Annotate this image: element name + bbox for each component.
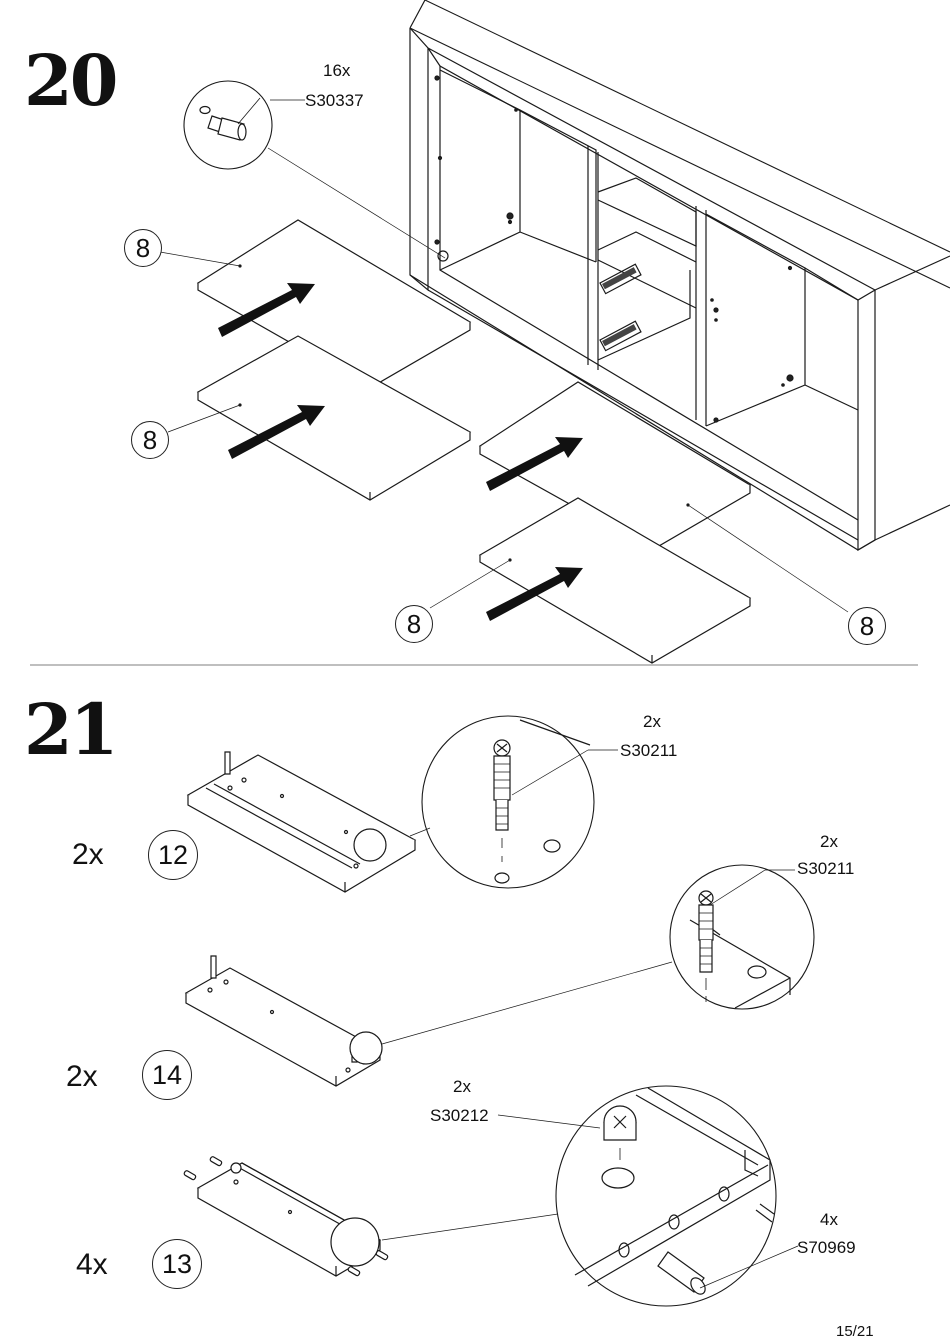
row-qty: 2x — [72, 838, 104, 871]
part-number: 13 — [161, 1248, 193, 1279]
hardware-code-s70969: S70969 — [797, 1238, 856, 1257]
hardware-code-s30211: S30211 — [797, 859, 855, 878]
hardware-qty-s30337: 16x — [323, 61, 351, 80]
step-20-number: 20 — [24, 39, 118, 122]
hardware-qty-s30211: 2x — [820, 832, 838, 851]
step-21-number: 21 — [24, 688, 118, 771]
row-qty: 4x — [76, 1248, 108, 1281]
part-8-callout: 8 — [395, 605, 433, 643]
part-8-callout: 8 — [131, 421, 169, 459]
panel-13-drawing — [184, 1156, 389, 1276]
part-13-callout: 13 — [152, 1239, 202, 1289]
screw-detail-2 — [382, 865, 814, 1044]
part-12-callout: 12 — [148, 830, 198, 880]
part-8-callout: 8 — [124, 229, 162, 267]
part-number: 8 — [859, 611, 875, 641]
shelf-panels — [198, 220, 750, 663]
part-14-callout: 14 — [142, 1050, 192, 1100]
hardware-code-s30211: S30211 — [620, 741, 678, 760]
part-number: 8 — [142, 425, 158, 455]
panel-12-drawing — [188, 752, 415, 892]
hardware-code-s30212: S30212 — [430, 1106, 489, 1125]
part-number: 8 — [135, 233, 151, 263]
screw-detail-1 — [410, 716, 618, 888]
part-8-callout: 8 — [848, 607, 886, 645]
hardware-qty-s30212: 2x — [453, 1077, 471, 1096]
hardware-qty-s30211: 2x — [643, 712, 661, 731]
part-number: 12 — [157, 839, 189, 870]
cam-detail — [382, 1086, 798, 1306]
pin-detail-drawing — [184, 81, 272, 169]
part-number: 14 — [151, 1059, 183, 1090]
part-number: 8 — [406, 609, 422, 639]
cabinet-drawing — [410, 0, 950, 550]
step20-leaders — [160, 100, 848, 612]
hardware-qty-s70969: 4x — [820, 1210, 838, 1229]
hardware-code-s30337: S30337 — [305, 91, 364, 110]
page-number: 15/21 — [836, 1323, 874, 1340]
row-qty: 2x — [66, 1060, 98, 1093]
panel-14-drawing — [186, 956, 382, 1086]
insert-arrows — [218, 283, 583, 621]
